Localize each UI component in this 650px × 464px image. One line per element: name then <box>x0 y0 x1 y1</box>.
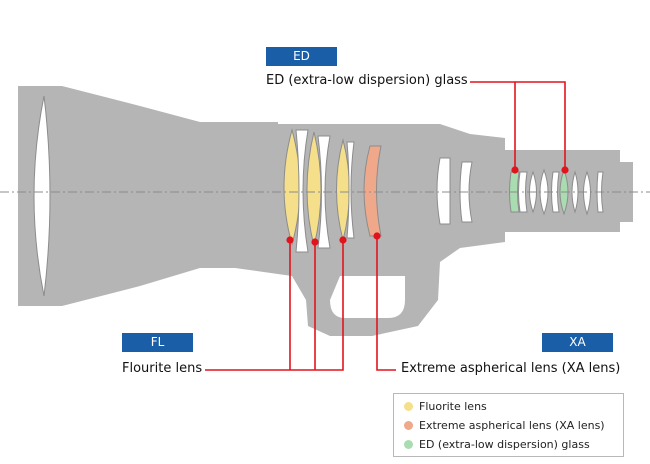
element-14 <box>551 171 560 213</box>
ed-glass-callout: ED (extra-low dispersion) glass <box>266 73 468 88</box>
legend-label-ed: ED (extra-low dispersion) glass <box>419 438 590 451</box>
fluorite-lens-2 <box>306 131 322 247</box>
xa-swatch <box>404 421 413 430</box>
element-6 <box>346 141 355 239</box>
ed-dot-2 <box>561 166 569 174</box>
xa-dot <box>373 232 381 240</box>
legend-item-xa: Extreme aspherical lens (XA lens) <box>394 416 623 435</box>
element-2 <box>295 129 309 253</box>
fl-tag: FL <box>122 333 193 352</box>
ed-tag: ED <box>266 47 337 66</box>
element-8 <box>436 157 451 225</box>
ed-leader-line <box>470 81 566 170</box>
legend-label-xa: Extreme aspherical lens (XA lens) <box>419 419 605 432</box>
fluorite-dot-1 <box>286 236 294 244</box>
ed-swatch <box>404 440 413 449</box>
fluorite-leader-line <box>205 240 344 371</box>
fluorite-callout: Flourite lens <box>122 361 203 376</box>
fluorite-swatch <box>404 402 413 411</box>
legend-item-ed: ED (extra-low dispersion) glass <box>394 435 623 454</box>
tripod-foot-opening <box>330 276 405 318</box>
legend-item-fluorite: Fluorite lens <box>394 397 623 416</box>
leader-lines <box>205 81 566 371</box>
xa-lens <box>363 145 382 237</box>
legend-label-fluorite: Fluorite lens <box>419 400 487 413</box>
xa-leader-line <box>376 236 396 371</box>
legend-box: Fluorite lens Extreme aspherical lens (X… <box>393 393 624 457</box>
front-element <box>33 95 51 297</box>
fluorite-dot-2 <box>311 238 319 246</box>
leader-dots <box>286 166 569 246</box>
xa-lens-callout: Extreme aspherical lens (XA lens) <box>401 361 621 376</box>
fluorite-dot-3 <box>339 236 347 244</box>
xa-tag: XA <box>542 333 613 352</box>
ed-dot-1 <box>511 166 519 174</box>
element-17 <box>583 170 591 216</box>
